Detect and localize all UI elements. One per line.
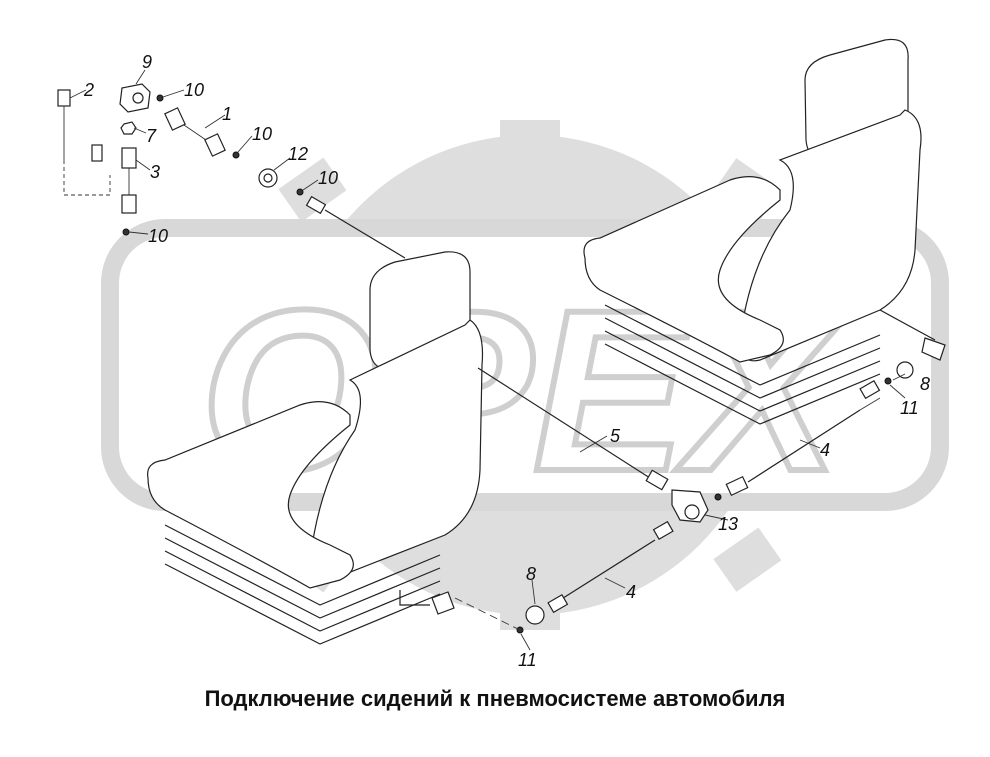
callout-10: 10 (318, 168, 338, 188)
part-1-nut (204, 133, 226, 157)
seat-left-cushion (147, 401, 354, 589)
fitting-group-top (57, 83, 406, 259)
seat-right (583, 38, 946, 425)
diagram-caption: Подключение сидений к пневмосистеме авто… (204, 686, 786, 711)
seat-right-cushion (583, 176, 784, 363)
callout-5: 5 (610, 426, 621, 446)
callout-8: 8 (920, 374, 930, 394)
part-10-washer (156, 94, 164, 102)
part-3-plug (121, 194, 137, 214)
part-8-connector (896, 361, 914, 379)
part-8-connector (525, 605, 545, 625)
part-10-washer (232, 151, 240, 159)
callout-2: 2 (83, 80, 94, 100)
callout-12: 12 (288, 144, 308, 164)
part-10-washer (122, 228, 130, 236)
callout-7: 7 (146, 126, 157, 146)
callout-labels: 2 9 10 1 7 3 10 12 10 10 5 4 13 8 11 8 4… (83, 52, 930, 670)
part-7-nut (120, 121, 137, 135)
leader-lines (69, 69, 906, 651)
callout-10: 10 (184, 80, 204, 100)
part-2-plug (91, 144, 103, 162)
callout-11: 11 (900, 398, 919, 418)
callout-8: 8 (526, 564, 536, 584)
callout-4: 4 (626, 582, 636, 602)
callout-10: 10 (148, 226, 168, 246)
pipe-network (454, 361, 914, 634)
callout-1: 1 (222, 104, 232, 124)
part-2-sensor (57, 89, 71, 107)
callout-3: 3 (150, 162, 160, 182)
callout-9: 9 (142, 52, 152, 72)
callout-4: 4 (820, 440, 830, 460)
seat-left (147, 251, 484, 645)
part-3-valve (121, 147, 137, 169)
callout-10: 10 (252, 124, 272, 144)
callout-11: 11 (518, 650, 537, 670)
part-10-washer (296, 188, 304, 196)
part-1-nut (164, 107, 186, 131)
callout-13: 13 (718, 514, 738, 534)
